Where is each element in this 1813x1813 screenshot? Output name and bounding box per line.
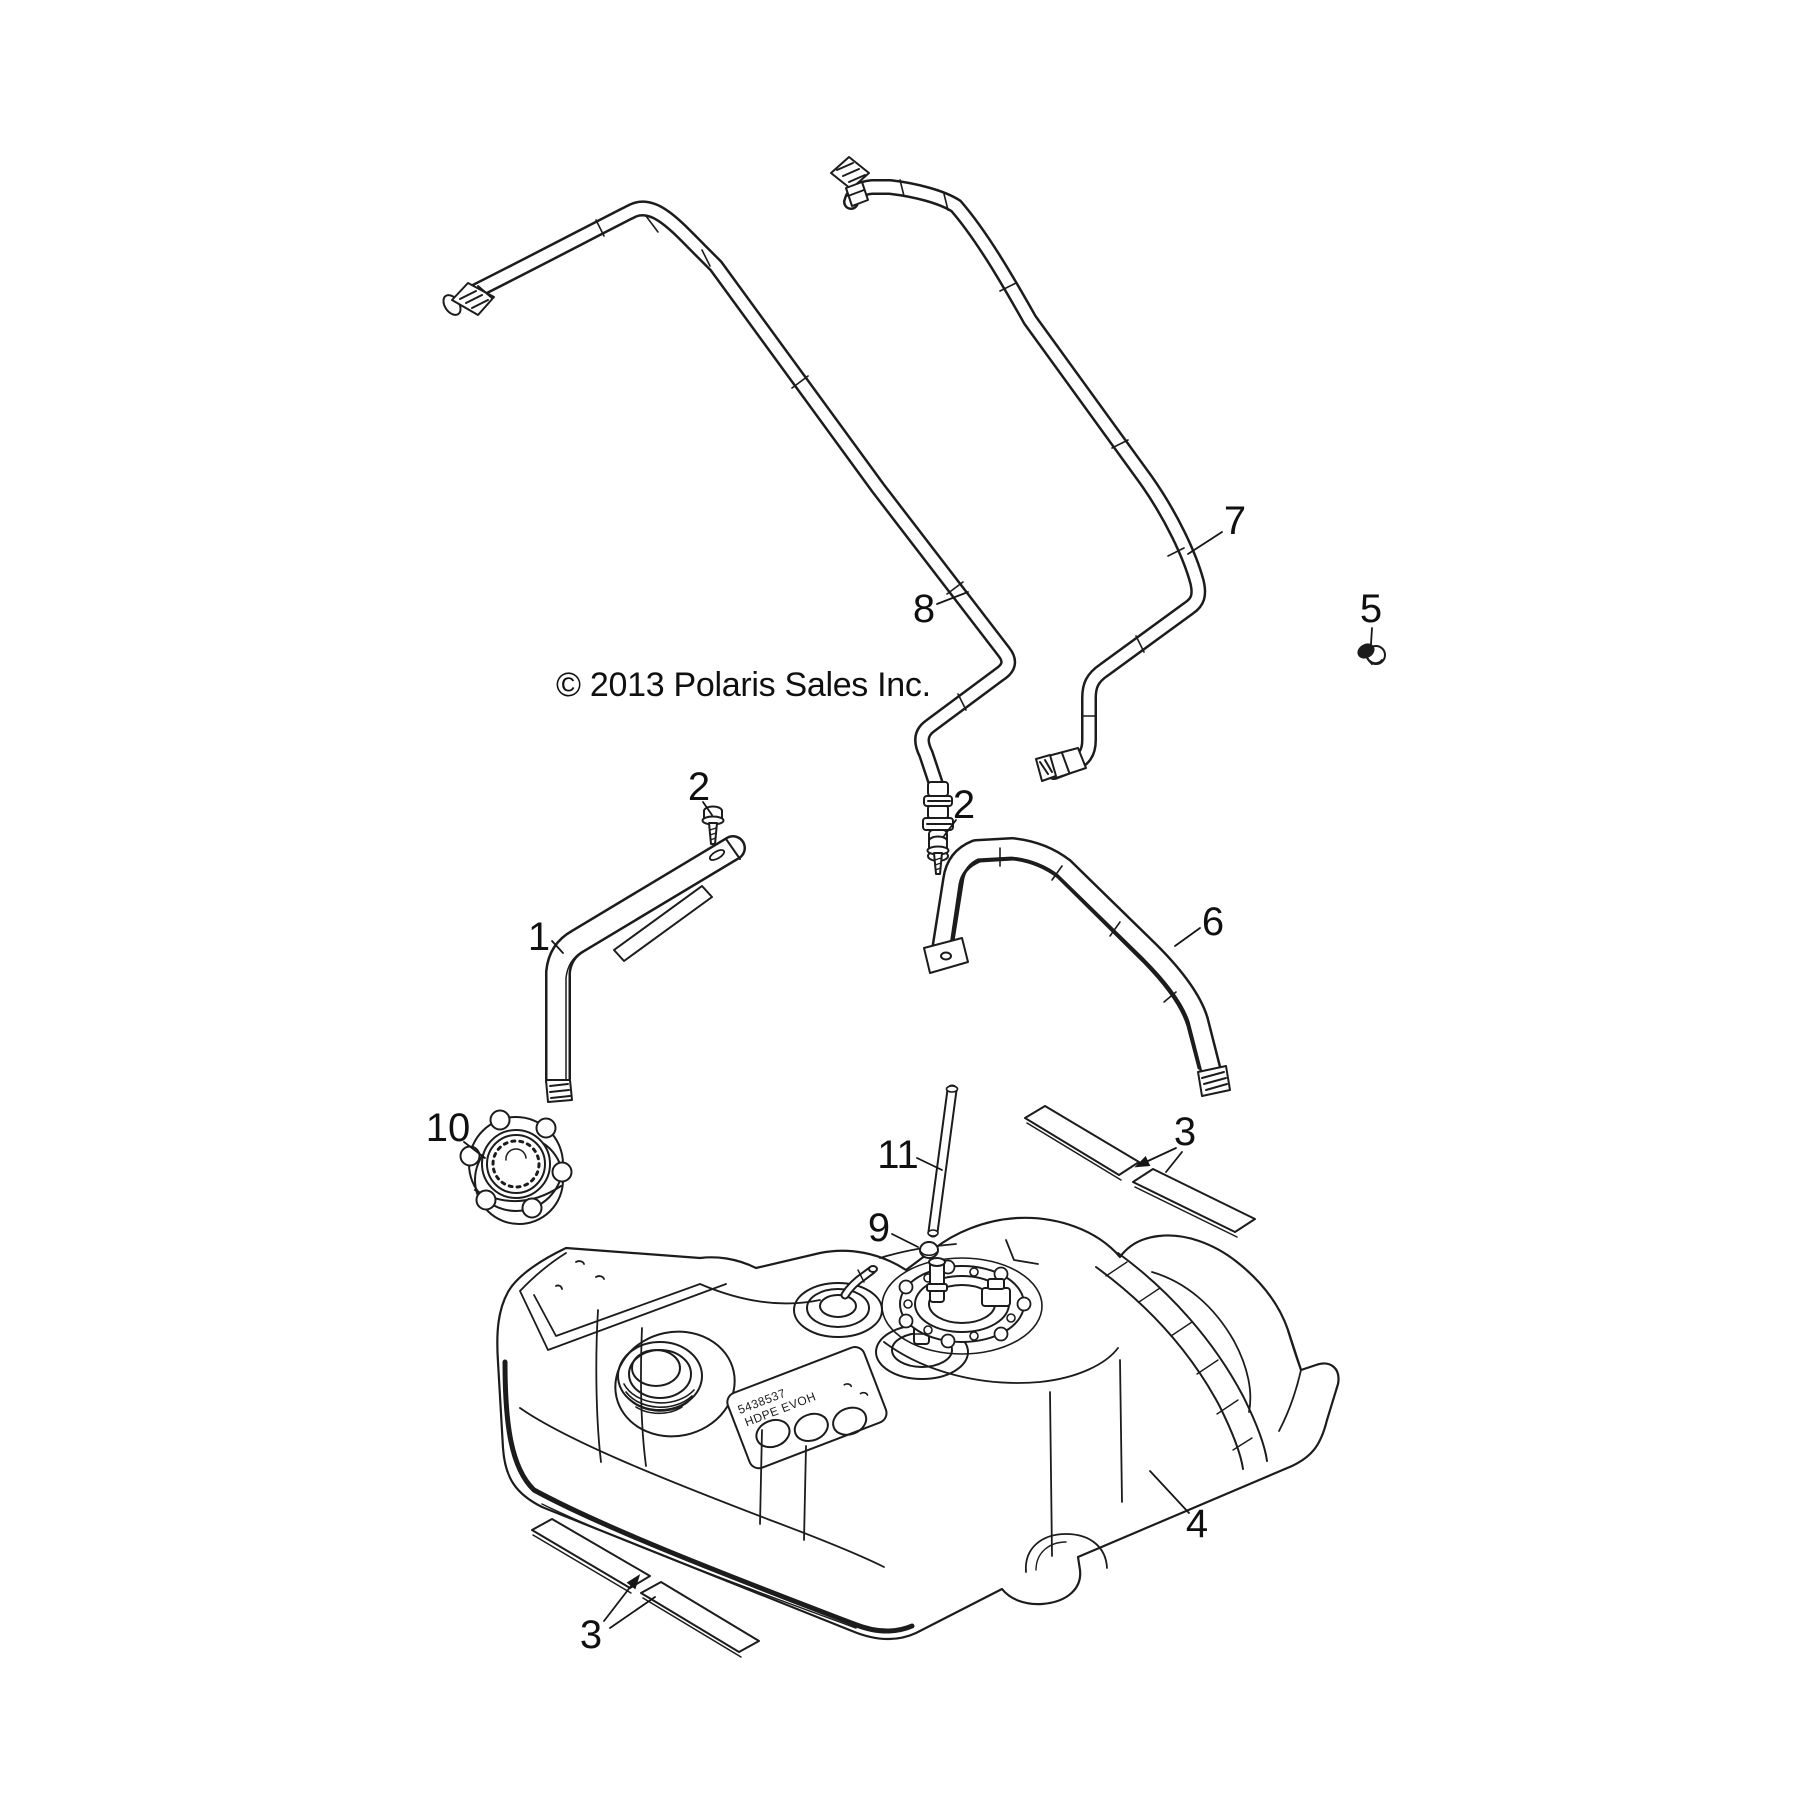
strap-channel <box>1095 1252 1268 1470</box>
callout-11: 11 <box>877 1133 919 1177</box>
foam-strips-lower <box>531 1518 760 1658</box>
leader-line-10 <box>463 1141 486 1159</box>
callout-5: 5 <box>1360 587 1382 631</box>
tank-label-plate: 5438537 HDPE EVOH <box>726 1346 888 1470</box>
vent-boss <box>793 1265 883 1338</box>
vent-grommet <box>919 1241 939 1259</box>
callout-10: 10 <box>426 1106 471 1150</box>
leader-line-8 <box>936 591 969 605</box>
callout-1: 1 <box>528 915 550 959</box>
callout-4: 4 <box>1186 1502 1208 1546</box>
leader-line-3 <box>1165 1151 1183 1173</box>
fuel-cap <box>459 1109 573 1225</box>
callout-6: 6 <box>1202 900 1224 944</box>
callout-layer: 1 2 2 3 3 4 5 6 7 8 9 10 11 <box>426 499 1382 1657</box>
tank-strap-right <box>923 837 1231 1097</box>
fuel-line-8-connector <box>442 282 495 316</box>
foam-strips-upper <box>1024 1105 1256 1238</box>
strap-left-foot <box>545 1079 573 1103</box>
callout-2: 2 <box>688 765 710 809</box>
fuel-line-7-fitting <box>1035 747 1087 782</box>
fuel-line-7 <box>830 156 1207 782</box>
callout-9: 9 <box>868 1206 890 1250</box>
fuel-line-7-connector <box>830 156 870 207</box>
filler-neck <box>614 1330 736 1438</box>
copyright-text: © 2013 Polaris Sales Inc. <box>556 666 931 704</box>
leader-line-9 <box>891 1233 919 1248</box>
screw-left <box>701 805 725 845</box>
fuel-line-8 <box>442 200 1017 862</box>
strap-right-end-pad <box>1197 1065 1231 1097</box>
callout-2: 2 <box>953 783 975 827</box>
leader-arrowhead-3 <box>626 1574 641 1590</box>
leader-line-5 <box>1370 627 1373 645</box>
callout-3: 3 <box>580 1613 602 1657</box>
leader-line-4 <box>1149 1470 1190 1514</box>
callout-3: 3 <box>1174 1110 1196 1154</box>
leader-arrowhead-3 <box>1134 1156 1151 1168</box>
leader-line-3 <box>609 1596 656 1629</box>
fuel-tank-silhouette <box>496 1216 1340 1641</box>
callout-8: 8 <box>913 587 935 631</box>
tank-seam <box>502 1359 915 1634</box>
fuel-pump-flange <box>881 1257 1043 1355</box>
leader-line-3 <box>603 1585 632 1622</box>
push-clip <box>1357 643 1386 665</box>
leader-line-2 <box>702 801 713 816</box>
fuel-tank: 5438537 HDPE EVOH <box>496 1216 1340 1641</box>
strap-right-foot <box>923 937 969 974</box>
vent-tube <box>927 1084 959 1238</box>
leader-line-11 <box>916 1157 943 1171</box>
leader-line-2 <box>943 819 957 837</box>
callout-7: 7 <box>1224 499 1246 543</box>
leader-line-3 <box>1147 1147 1177 1162</box>
leader-line-6 <box>1174 927 1201 947</box>
tank-strap-left <box>545 835 746 1103</box>
leader-line-7 <box>1187 531 1223 555</box>
leader-line-1 <box>551 940 564 954</box>
strap-left-wear-strip <box>613 885 713 962</box>
